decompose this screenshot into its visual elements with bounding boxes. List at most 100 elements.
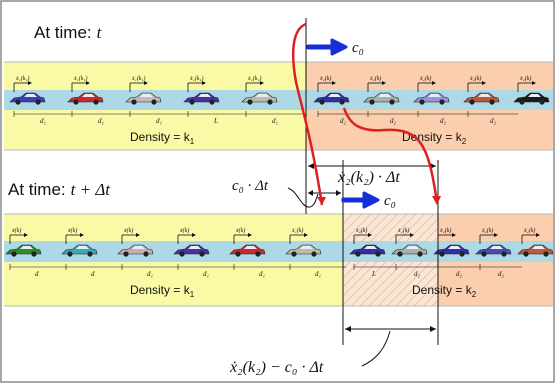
velocity-label: ẋ(k)	[235, 227, 245, 234]
car-wheel	[255, 251, 261, 257]
spacing-label: d₂	[490, 117, 497, 125]
car-window	[528, 94, 541, 97]
car-window	[244, 246, 257, 249]
car-wheel	[235, 251, 241, 257]
spacing-label: d₂	[440, 117, 447, 125]
trajectory-arrow-interface	[292, 22, 324, 206]
car	[513, 92, 550, 105]
relative-shift-leader	[361, 330, 391, 367]
velocity-label: ẋ₁(k₁)	[73, 75, 88, 82]
car	[229, 244, 266, 257]
car-wheel	[459, 251, 465, 257]
car-wheel	[123, 251, 129, 257]
wave-shift-arrow-left	[308, 190, 313, 196]
car-wheel	[439, 251, 445, 257]
top-cars-layer: ẋ₁(k₁)d₁ẋ₁(k₁)d₁ẋ₁(k₁)d₁ẋ₁(k₁)Lẋ₁(k₁)d₁ẋ…	[9, 75, 550, 125]
spacing-label: d₂	[340, 117, 347, 125]
spacing-label: d₂	[498, 270, 505, 278]
car-wheel	[247, 99, 253, 105]
car	[183, 92, 220, 105]
car-window	[364, 246, 377, 249]
velocity-label: ẋ₂(k)	[355, 227, 367, 234]
car	[241, 92, 278, 105]
car-wheel	[93, 99, 99, 105]
top-time-label: At time:t	[34, 23, 103, 42]
vehicle-shift-arrow-left	[308, 163, 314, 169]
wave-speed-label-bottom: c₀	[384, 193, 396, 209]
car-wheel	[419, 99, 425, 105]
spacing-label: d₁	[203, 270, 209, 278]
bottom-time-label: At time:t + Δt	[8, 180, 111, 199]
car-window	[198, 94, 211, 97]
velocity-arrowhead	[536, 233, 540, 237]
velocity-arrowhead	[382, 81, 386, 85]
velocity-arrowhead	[248, 233, 252, 237]
velocity-label: ẋ₂(k)	[319, 75, 331, 82]
car-wheel	[291, 251, 297, 257]
car	[413, 92, 450, 105]
velocity-arrowhead	[332, 81, 336, 85]
velocity-arrowhead	[452, 233, 456, 237]
car-wheel	[311, 251, 317, 257]
car-window	[140, 94, 153, 97]
car-wheel	[539, 99, 545, 105]
velocity-arrowhead	[202, 81, 206, 85]
velocity-label: ẋ₁(k₁)	[131, 75, 146, 82]
velocity-arrowhead	[432, 81, 436, 85]
car-window	[532, 246, 545, 249]
car-window	[428, 94, 441, 97]
car-wheel	[355, 251, 361, 257]
car-wheel	[469, 99, 475, 105]
car-wheel	[151, 99, 157, 105]
top-left-density: Density = k1	[130, 130, 195, 146]
car	[5, 244, 42, 257]
car-wheel	[209, 99, 215, 105]
velocity-label: ẋ(k)	[11, 227, 21, 234]
velocity-label: ẋ₁(k₁)	[247, 75, 262, 82]
car-wheel	[87, 251, 93, 257]
car-wheel	[389, 99, 395, 105]
car-wheel	[143, 251, 149, 257]
spacing-label: d₁	[98, 117, 104, 125]
velocity-label: ẋ₂(k)	[523, 227, 535, 234]
spacing-label: d₁	[147, 270, 153, 278]
velocity-arrowhead	[144, 81, 148, 85]
car-wheel	[319, 99, 325, 105]
car-window	[256, 94, 269, 97]
trajectory-arrowhead-interface	[317, 197, 326, 205]
car-wheel	[397, 251, 403, 257]
trajectory-arrowhead-vehicle	[432, 196, 441, 205]
car-window	[82, 94, 95, 97]
spacing-label: d₁	[272, 117, 278, 125]
car	[349, 244, 386, 257]
car	[173, 244, 210, 257]
spacing-label: d₁	[259, 270, 265, 278]
spacing-label: d₁	[156, 117, 162, 125]
velocity-label: ẋ₂(k)	[369, 75, 381, 82]
wave-shift-arrow-right	[336, 190, 341, 196]
car-wheel	[31, 251, 37, 257]
hatch-line	[343, 214, 363, 234]
car-wheel	[523, 251, 529, 257]
velocity-label: ẋ(k)	[67, 227, 77, 234]
car-window	[188, 246, 201, 249]
spacing-label: L	[213, 117, 218, 125]
car-wheel	[519, 99, 525, 105]
car	[285, 244, 322, 257]
car-wheel	[15, 99, 21, 105]
spacing-label: L	[371, 270, 376, 278]
car	[117, 244, 154, 257]
car-wheel	[489, 99, 495, 105]
hatch-line	[343, 214, 390, 261]
car	[67, 92, 104, 105]
car-wheel	[369, 99, 375, 105]
wave-speed-arrow-bottom	[341, 191, 380, 209]
bottom-right-density: Density = k2	[412, 283, 477, 299]
velocity-arrowhead	[368, 233, 372, 237]
car	[433, 244, 470, 257]
velocity-arrowhead	[304, 233, 308, 237]
car	[463, 92, 500, 105]
velocity-label: ẋ₂(k)	[419, 75, 431, 82]
velocity-arrowhead	[482, 81, 486, 85]
car	[9, 92, 46, 105]
